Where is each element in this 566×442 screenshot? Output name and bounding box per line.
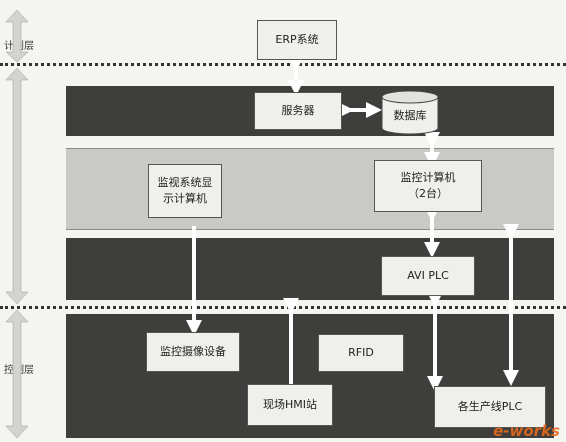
- camera-box: 监控摄像设备: [146, 332, 240, 372]
- watermark-logo: e-works: [493, 422, 560, 440]
- monitor-display-box: 监视系统显 示计算机: [148, 164, 222, 218]
- plan-separator: [0, 63, 566, 66]
- rfid-box: RFID: [318, 334, 404, 372]
- hmi-station-box: 现场HMI站: [247, 384, 333, 426]
- line-plc-box: 各生产线PLC: [434, 386, 546, 428]
- left-layer-arrow: [5, 9, 29, 439]
- avi-plc-box: AVI PLC: [381, 256, 475, 296]
- database-label: 数据库: [393, 109, 427, 122]
- monitor-computer-box: 监控计算机 （2台）: [374, 160, 482, 212]
- database-cylinder: [381, 90, 439, 135]
- erp-system-box: ERP系统: [257, 20, 337, 60]
- server-box: 服务器: [254, 92, 342, 130]
- link-arrows: [186, 56, 519, 400]
